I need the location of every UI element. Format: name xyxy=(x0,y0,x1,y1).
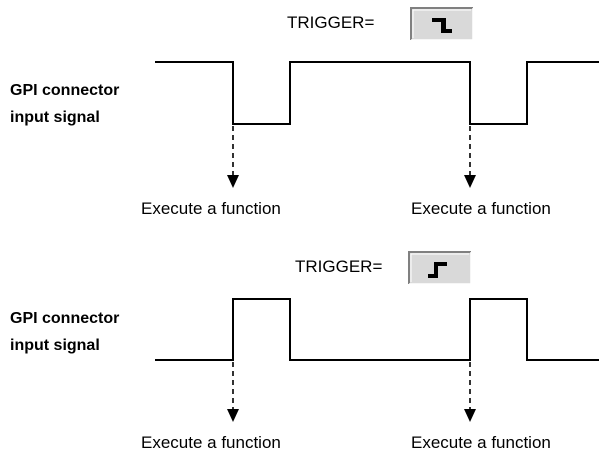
event-caption-2: Execute a function xyxy=(411,199,551,218)
trigger-marker-1 xyxy=(227,362,239,422)
signal-label-line2: input signal xyxy=(10,109,100,126)
rising-edge-diagram: TRIGGER= GPI connector input signal Exec… xyxy=(10,251,599,452)
down-arrow-icon xyxy=(464,409,476,422)
down-arrow-icon xyxy=(227,175,239,188)
event-caption-1: Execute a function xyxy=(141,433,281,452)
event-caption-2: Execute a function xyxy=(411,433,551,452)
trigger-label: TRIGGER= xyxy=(295,257,382,276)
signal-label-line2: input signal xyxy=(10,337,100,354)
input-signal-waveform xyxy=(155,298,599,361)
trigger-falling-button[interactable] xyxy=(410,7,474,41)
input-signal-waveform xyxy=(155,61,599,125)
trigger-rising-button[interactable] xyxy=(408,251,472,285)
down-arrow-icon xyxy=(464,175,476,188)
signal-label-line1: GPI connector xyxy=(10,82,119,99)
falling-edge-icon xyxy=(432,18,452,33)
falling-edge-diagram: TRIGGER= GPI connector input signal Exec… xyxy=(10,7,599,218)
rising-edge-icon xyxy=(428,262,447,278)
trigger-marker-1 xyxy=(227,126,239,188)
trigger-marker-2 xyxy=(464,362,476,422)
down-arrow-icon xyxy=(227,409,239,422)
signal-label-line1: GPI connector xyxy=(10,310,119,327)
trigger-marker-2 xyxy=(464,126,476,188)
trigger-label: TRIGGER= xyxy=(287,13,374,32)
event-caption-1: Execute a function xyxy=(141,199,281,218)
